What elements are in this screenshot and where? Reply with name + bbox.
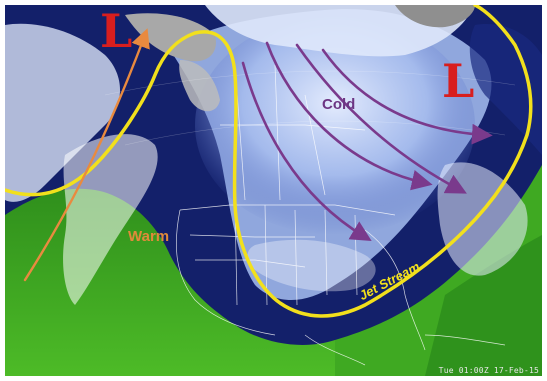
cloud-streak-mid [247,239,376,292]
warm-ocean-southeast [425,235,542,376]
cold-air-arrow [265,41,433,191]
cold-label: Cold [322,96,356,113]
cold-air-arrow [321,48,493,145]
jet-stream-line [5,5,533,318]
satellite-map: L L Cold Warm Jet Stream Tue 01:00Z 17-F… [5,5,542,376]
satellite-image [5,5,542,376]
cold-air-arrow [241,61,372,242]
warm-label: Warm [128,228,170,245]
greenland-gray [395,5,475,28]
cold-air-arrow [295,43,467,194]
warm-air-arrow [23,28,150,282]
low-pressure-marker-west: L [100,5,133,58]
yukon-gray [179,60,220,112]
pacific-cloud-stream [63,134,158,305]
eastern-dark [469,24,542,155]
cold-air-arrows [241,41,493,242]
west-cloud-band [5,23,120,202]
cold-air-core [195,15,475,235]
alaska-gray [125,13,216,62]
low-pressure-marker-east: L [442,54,475,108]
arctic-cloud-top [205,5,475,57]
timestamp: Tue 01:00Z 17-Feb-15 [438,366,539,375]
